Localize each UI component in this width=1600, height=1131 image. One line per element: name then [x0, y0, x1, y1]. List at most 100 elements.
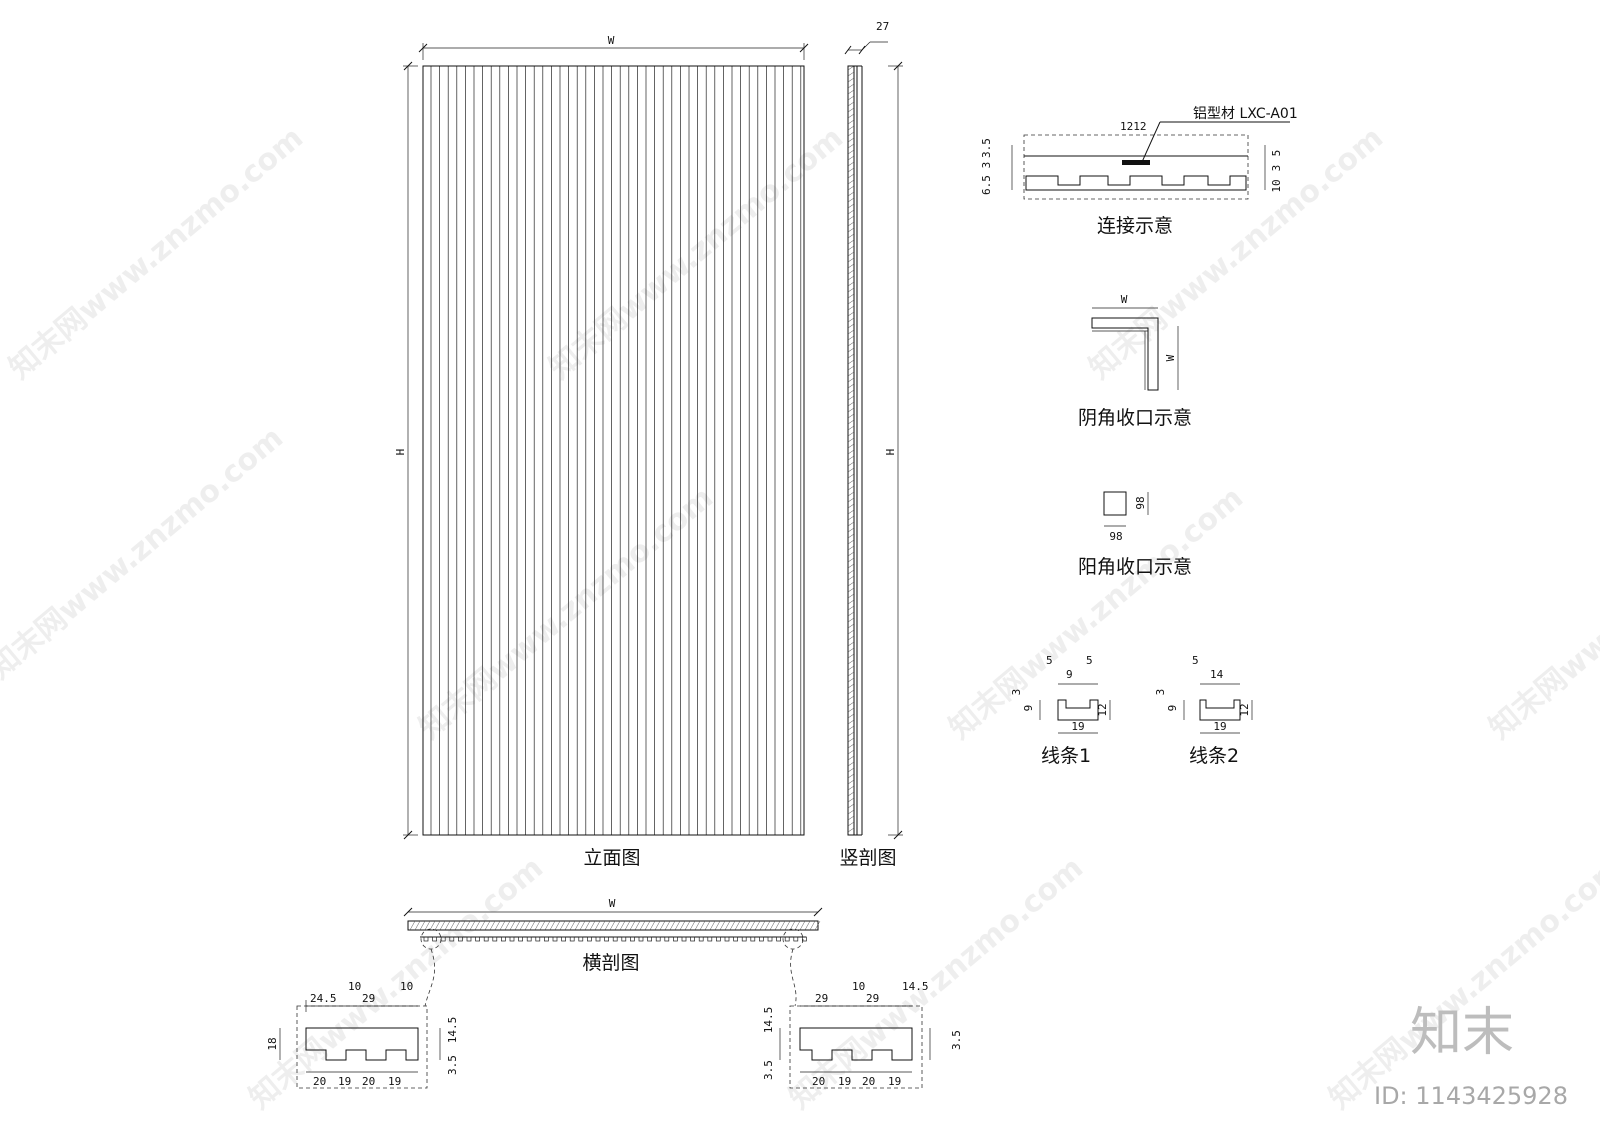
hatch-stroke	[847, 473, 855, 479]
hatch-stroke	[459, 920, 466, 931]
hatch-stroke	[754, 920, 761, 931]
hatch-stroke	[449, 920, 456, 931]
hatch-stroke	[714, 920, 721, 931]
hatch-stroke	[847, 185, 855, 191]
detail-left-bottom-2: 20	[362, 1075, 375, 1088]
groove	[733, 936, 738, 942]
connection-detail: 铝型材 LXC-A01 1212 6.5 3 3.5 10 3 5 连接示意	[980, 106, 1298, 237]
detail-left-top-2: 29	[362, 992, 375, 1005]
hatch-stroke	[847, 551, 855, 557]
hsec-width-label: W	[609, 897, 616, 910]
strip1-caption: 线条1	[1041, 745, 1091, 767]
detail-right-top-3: 14.5	[902, 980, 929, 993]
hatch-stroke	[847, 203, 855, 209]
hatch-stroke	[514, 920, 521, 931]
hatch-stroke	[664, 920, 671, 931]
hatch-stroke	[847, 251, 855, 257]
hatch-stroke	[739, 920, 746, 931]
dim-tick	[858, 45, 866, 55]
dim-tick	[403, 907, 413, 917]
hatch-stroke	[847, 449, 855, 455]
hatch-stroke	[847, 263, 855, 269]
profile-label: 铝型材 LXC-A01	[1193, 106, 1298, 122]
hatch-stroke	[847, 395, 855, 401]
hatch-stroke	[847, 311, 855, 317]
detail-link-right	[790, 948, 797, 1007]
outer-corner-inner	[1108, 491, 1127, 512]
hatch-stroke	[847, 821, 855, 827]
hatch-stroke	[847, 209, 855, 215]
hatch-stroke	[847, 707, 855, 713]
hatch-stroke	[704, 920, 711, 931]
connection-right-3: 5	[1270, 150, 1283, 157]
aluminium-profile-bar	[1122, 160, 1150, 165]
detail-left-right-1: 3.5	[446, 1055, 459, 1075]
watermark-text: 知末网www.znzmo.com	[783, 850, 1090, 1116]
hatch-stroke	[847, 725, 855, 731]
hatch-stroke	[847, 743, 855, 749]
groove	[449, 936, 455, 942]
hatch-stroke	[454, 920, 461, 931]
groove	[716, 936, 721, 942]
hsec-hatch	[409, 920, 821, 931]
groove	[604, 936, 609, 942]
groove	[569, 936, 575, 942]
hatch-stroke	[469, 920, 476, 931]
vsec-hatch	[847, 65, 855, 833]
hatch-stroke	[729, 920, 736, 931]
hatch-stroke	[634, 920, 641, 931]
groove	[492, 936, 498, 942]
hatch-stroke	[847, 83, 855, 89]
detail-right-profile	[799, 1027, 913, 1061]
groove	[698, 936, 704, 942]
hatch-stroke	[589, 920, 596, 931]
hatch-stroke	[847, 401, 855, 407]
hatch-stroke	[847, 785, 855, 791]
hatch-stroke	[847, 665, 855, 671]
groove	[664, 936, 670, 942]
hatch-stroke	[847, 671, 855, 677]
profile-leader	[1141, 121, 1161, 163]
dim-tick	[813, 907, 823, 917]
watermark-text: 知末网www.znzmo.com	[1323, 850, 1600, 1116]
hatch-stroke	[479, 920, 486, 931]
groove	[724, 936, 730, 942]
outer-corner-detail: 98 98 阳角收口示意	[1078, 491, 1192, 578]
groove	[578, 936, 584, 942]
elevation-caption: 立面图	[583, 847, 640, 869]
inner-corner-detail: W W 阴角收口示意	[1078, 293, 1192, 429]
strip1-top-a: 5	[1046, 654, 1053, 667]
hatch-stroke	[847, 731, 855, 737]
hatch-stroke	[584, 920, 591, 931]
hatch-stroke	[794, 920, 801, 931]
strip2-left-1: 3	[1154, 689, 1167, 696]
inner-corner-profile	[1091, 317, 1159, 391]
hatch-stroke	[847, 329, 855, 335]
detail-right-left-0: 14.5	[762, 1007, 775, 1034]
hatch-stroke	[847, 119, 855, 125]
elevation-width-label: W	[608, 34, 615, 47]
vsec-thickness-label: 27	[876, 20, 889, 33]
inner-corner-caption: 阴角收口示意	[1078, 407, 1192, 429]
detail-link-left	[424, 948, 435, 1007]
strip2-left-2: 9	[1166, 705, 1179, 712]
detail-right-top-0: 29	[815, 992, 828, 1005]
hatch-stroke	[847, 221, 855, 227]
groove	[483, 936, 489, 942]
connection-left-1: 6.5	[980, 175, 993, 195]
detail-left: 24.5 10 29 10 18 14.5 3.5 20 19 20 19	[266, 980, 459, 1089]
hatch-stroke	[524, 920, 531, 931]
hatch-stroke	[799, 920, 806, 931]
hatch-stroke	[569, 920, 576, 931]
hatch-stroke	[444, 920, 451, 931]
hatch-stroke	[847, 95, 855, 101]
strip2-top-a: 5	[1192, 654, 1199, 667]
hatch-stroke	[847, 491, 855, 497]
hatch-stroke	[847, 503, 855, 509]
groove	[647, 936, 652, 942]
strip1-right: 12	[1096, 703, 1109, 716]
hatch-stroke	[847, 443, 855, 449]
hatch-stroke	[814, 920, 821, 931]
hatch-stroke	[847, 371, 855, 377]
